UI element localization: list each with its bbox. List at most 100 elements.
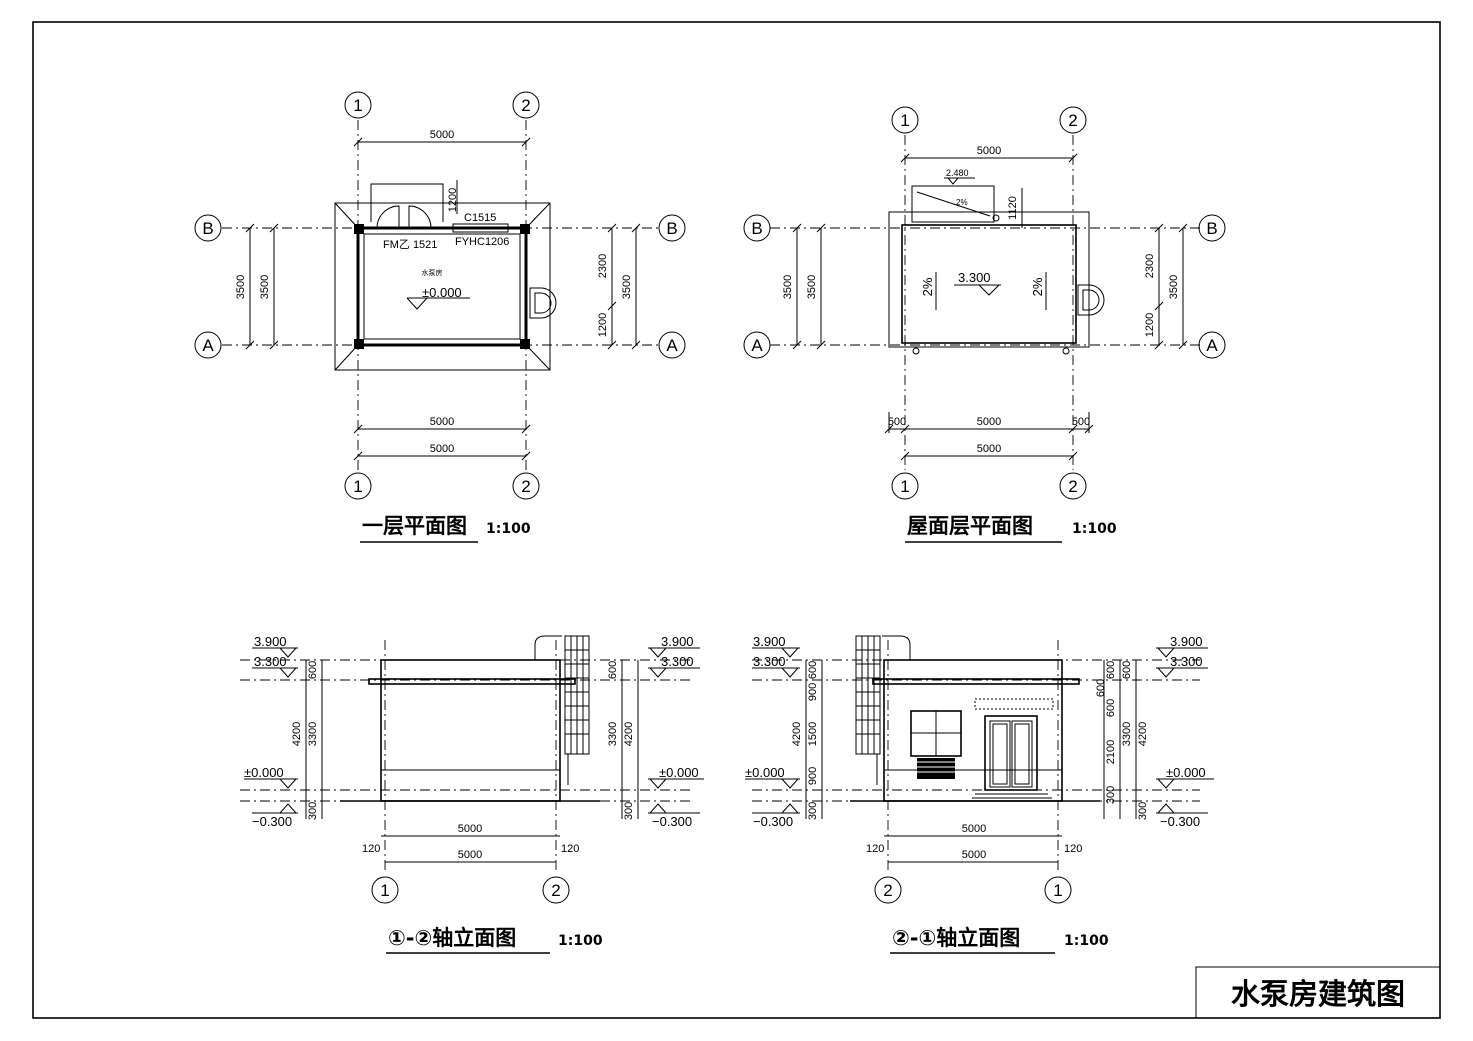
- svg-text:5000: 5000: [977, 145, 1001, 157]
- window: [910, 710, 962, 779]
- svg-text:120: 120: [362, 843, 380, 855]
- svg-text:A: A: [666, 336, 678, 355]
- door: [972, 715, 1052, 799]
- svg-text:A: A: [202, 336, 214, 355]
- svg-text:B: B: [1206, 219, 1217, 238]
- svg-text:2300: 2300: [597, 254, 609, 278]
- svg-text:4200: 4200: [1137, 722, 1149, 746]
- svg-text:2: 2: [551, 881, 560, 900]
- svg-text:1500: 1500: [807, 722, 819, 746]
- svg-text:5000: 5000: [430, 129, 454, 141]
- svg-text:−0.300: −0.300: [753, 814, 793, 829]
- svg-text:3.300: 3.300: [753, 654, 786, 669]
- svg-text:3.900: 3.900: [254, 634, 287, 649]
- svg-text:1:100: 1:100: [1072, 521, 1117, 537]
- svg-text:5000: 5000: [458, 849, 482, 861]
- label-c1515: C1515: [464, 212, 496, 224]
- roof-level: 3.300: [958, 270, 991, 285]
- title-block: [1195, 966, 1441, 1019]
- svg-text:300: 300: [1105, 786, 1117, 804]
- ladder-grid: [534, 635, 590, 785]
- svg-text:5000: 5000: [962, 849, 986, 861]
- svg-text:2: 2: [521, 477, 530, 496]
- label-fyhc: FYHC1206: [455, 236, 509, 248]
- svg-text:5000: 5000: [430, 443, 454, 455]
- svg-text:600: 600: [307, 661, 319, 679]
- svg-text:3300: 3300: [307, 722, 319, 746]
- svg-text:1200: 1200: [597, 313, 609, 337]
- svg-text:−0.300: −0.300: [1160, 814, 1200, 829]
- ladder-grid: [855, 635, 911, 785]
- svg-text:3500: 3500: [806, 275, 818, 299]
- sheet-border: [32, 21, 1441, 1019]
- elevation-1-2: 3.900 3.300 ±0.000 −0.300 600 4200 3300 …: [240, 634, 704, 954]
- svg-text:±0.000: ±0.000: [659, 765, 699, 780]
- svg-text:4200: 4200: [791, 722, 803, 746]
- svg-text:120: 120: [866, 843, 884, 855]
- svg-text:2.480: 2.480: [946, 168, 969, 178]
- first-floor-title: 一层平面图: [362, 514, 467, 538]
- svg-text:A: A: [1206, 336, 1218, 355]
- svg-text:−0.300: −0.300: [652, 814, 692, 829]
- svg-text:600: 600: [1105, 661, 1117, 679]
- svg-text:120: 120: [1064, 843, 1082, 855]
- svg-text:1: 1: [1053, 881, 1062, 900]
- svg-text:4200: 4200: [291, 722, 303, 746]
- svg-text:1: 1: [900, 477, 909, 496]
- svg-text:3.900: 3.900: [1170, 634, 1203, 649]
- svg-text:2: 2: [1068, 111, 1077, 130]
- svg-text:300: 300: [623, 802, 635, 820]
- floor-level: ±0.000: [422, 285, 462, 300]
- svg-text:1: 1: [353, 477, 362, 496]
- svg-text:2: 2: [1068, 477, 1077, 496]
- svg-text:5000: 5000: [962, 823, 986, 835]
- svg-text:900: 900: [807, 683, 819, 701]
- sheet-title: 水泵房建筑图: [1231, 977, 1405, 1011]
- svg-text:3500: 3500: [259, 275, 271, 299]
- svg-text:600: 600: [1095, 679, 1107, 697]
- roof-plan: 5000 2% 2.480 1120 2% 2% 3.300 3500: [743, 106, 1226, 543]
- svg-text:300: 300: [1137, 802, 1149, 820]
- svg-text:B: B: [666, 219, 677, 238]
- svg-text:3500: 3500: [235, 275, 247, 299]
- svg-text:3300: 3300: [607, 722, 619, 746]
- svg-text:1200: 1200: [1144, 313, 1156, 337]
- svg-text:300: 300: [807, 802, 819, 820]
- svg-text:5000: 5000: [977, 443, 1001, 455]
- svg-text:2%: 2%: [956, 198, 968, 207]
- svg-text:1: 1: [353, 96, 362, 115]
- svg-text:4200: 4200: [623, 722, 635, 746]
- svg-text:−0.300: −0.300: [252, 814, 292, 829]
- svg-text:3.300: 3.300: [661, 654, 694, 669]
- svg-text:2: 2: [521, 96, 530, 115]
- svg-text:600: 600: [807, 661, 819, 679]
- svg-text:3.300: 3.300: [1170, 654, 1203, 669]
- svg-text:2300: 2300: [1144, 254, 1156, 278]
- svg-text:500: 500: [1072, 416, 1090, 428]
- svg-text:5000: 5000: [977, 416, 1001, 428]
- roof-plan-title: 屋面层平面图: [907, 514, 1033, 538]
- svg-text:1:100: 1:100: [1064, 933, 1109, 949]
- svg-text:±0.000: ±0.000: [745, 765, 785, 780]
- svg-text:1200: 1200: [447, 188, 459, 212]
- label-fm: FM乙 1521: [383, 238, 437, 251]
- svg-text:3.900: 3.900: [753, 634, 786, 649]
- svg-text:±0.000: ±0.000: [244, 765, 284, 780]
- elevation-1-2-title: ①-②轴立面图: [388, 926, 516, 950]
- svg-text:900: 900: [807, 767, 819, 785]
- svg-text:3500: 3500: [782, 275, 794, 299]
- svg-text:600: 600: [607, 661, 619, 679]
- svg-text:1: 1: [900, 111, 909, 130]
- svg-text:1120: 1120: [1007, 196, 1019, 220]
- first-floor-plan: 5000 1200 C1515 FM乙 1521 FYHC1206 水泵房 ±0…: [194, 91, 686, 543]
- svg-text:600: 600: [1121, 661, 1133, 679]
- svg-text:2: 2: [883, 881, 892, 900]
- svg-text:1: 1: [380, 881, 389, 900]
- svg-text:500: 500: [888, 416, 906, 428]
- svg-text:3500: 3500: [621, 275, 633, 299]
- svg-text:2%: 2%: [1030, 277, 1045, 296]
- elevation-2-1-title: ②-①轴立面图: [892, 926, 1020, 950]
- svg-text:±0.000: ±0.000: [1166, 765, 1206, 780]
- svg-text:1:100: 1:100: [486, 521, 531, 537]
